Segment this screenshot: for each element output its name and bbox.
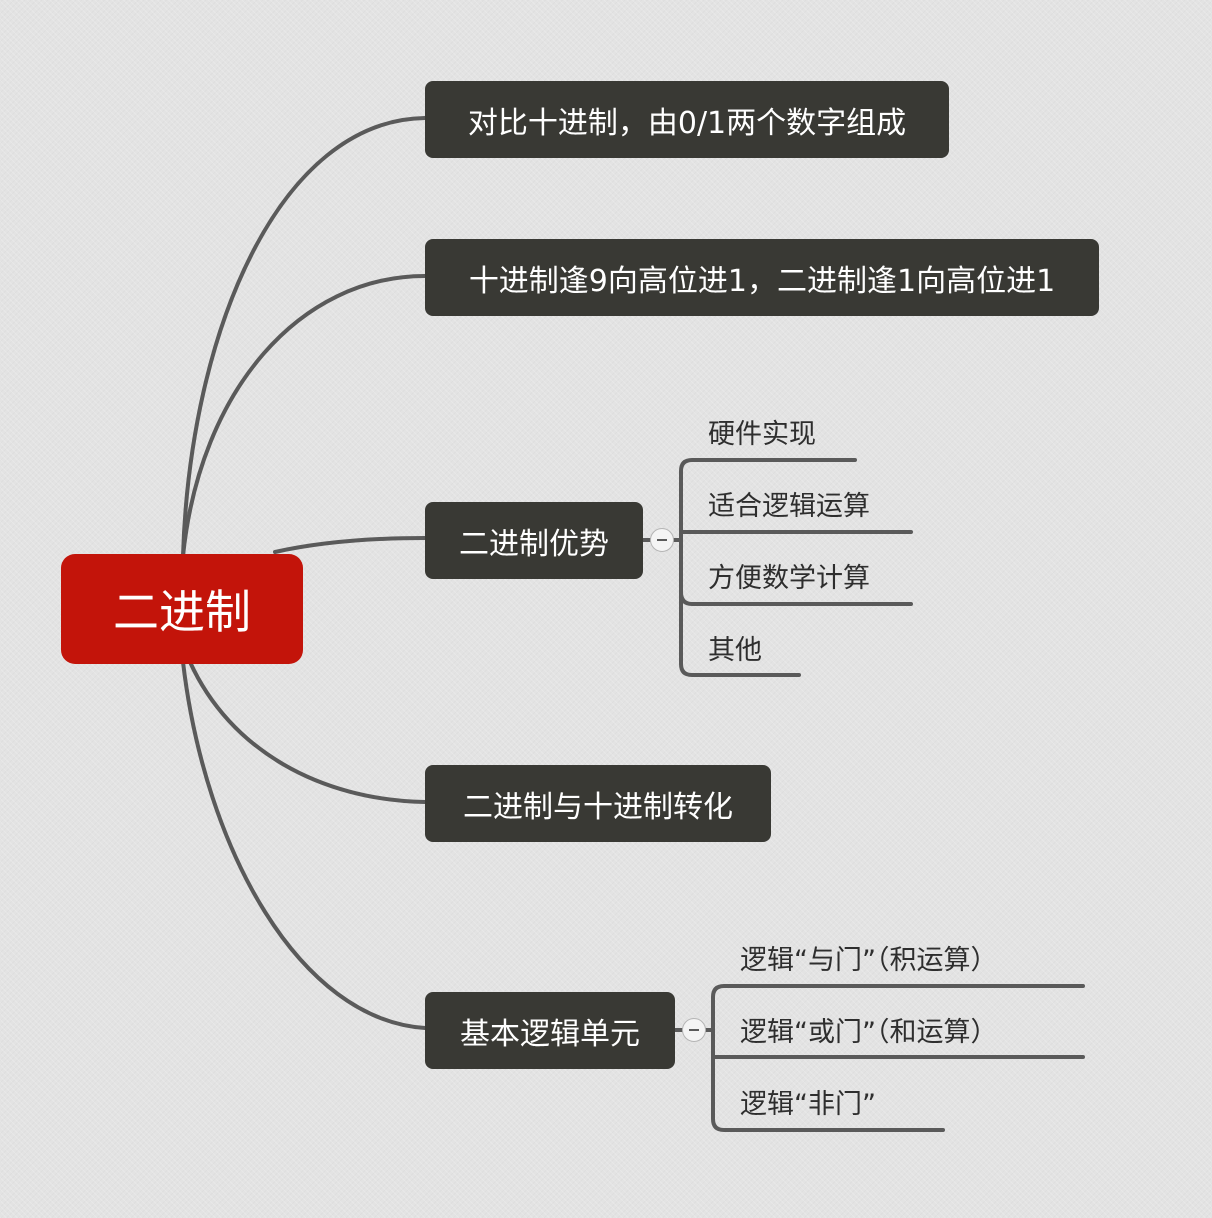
connector-topic-5 xyxy=(181,660,427,1030)
connector-topic-3 xyxy=(273,536,427,554)
bracket-topic-3 xyxy=(679,458,857,677)
topic-basic-logic-units[interactable]: 基本逻辑单元 xyxy=(425,992,675,1069)
leaf-line-3-3 xyxy=(679,590,913,606)
subtopic-logic-operations[interactable]: 适合逻辑运算 xyxy=(708,491,870,522)
subtopic-math-calculation[interactable]: 方便数学计算 xyxy=(708,563,870,594)
topic-binary-digits[interactable]: 对比十进制，由0/1两个数字组成 xyxy=(425,81,949,158)
connector-topic-2 xyxy=(181,274,427,558)
topic-carry-rule[interactable]: 十进制逢9向高位进1，二进制逢1向高位进1 xyxy=(425,239,1099,316)
connector-topic-1 xyxy=(181,116,427,558)
subtopic-not-gate[interactable]: 逻辑“非门” xyxy=(740,1089,876,1120)
root-topic[interactable]: 二进制 xyxy=(61,554,303,664)
subtopic-or-gate[interactable]: 逻辑“或门”（和运算） xyxy=(740,1017,998,1048)
subtopic-hardware-implementation[interactable]: 硬件实现 xyxy=(708,419,816,450)
subtopic-other[interactable]: 其他 xyxy=(708,635,762,666)
collapse-logic-units-minus-icon[interactable] xyxy=(682,1018,706,1042)
subtopic-and-gate[interactable]: 逻辑“与门”（积运算） xyxy=(740,945,998,976)
connector-topic-4 xyxy=(188,660,427,804)
topic-binary-advantages[interactable]: 二进制优势 xyxy=(425,502,643,579)
collapse-advantages-minus-icon[interactable] xyxy=(650,528,674,552)
topic-binary-decimal-conversion[interactable]: 二进制与十进制转化 xyxy=(425,765,771,842)
